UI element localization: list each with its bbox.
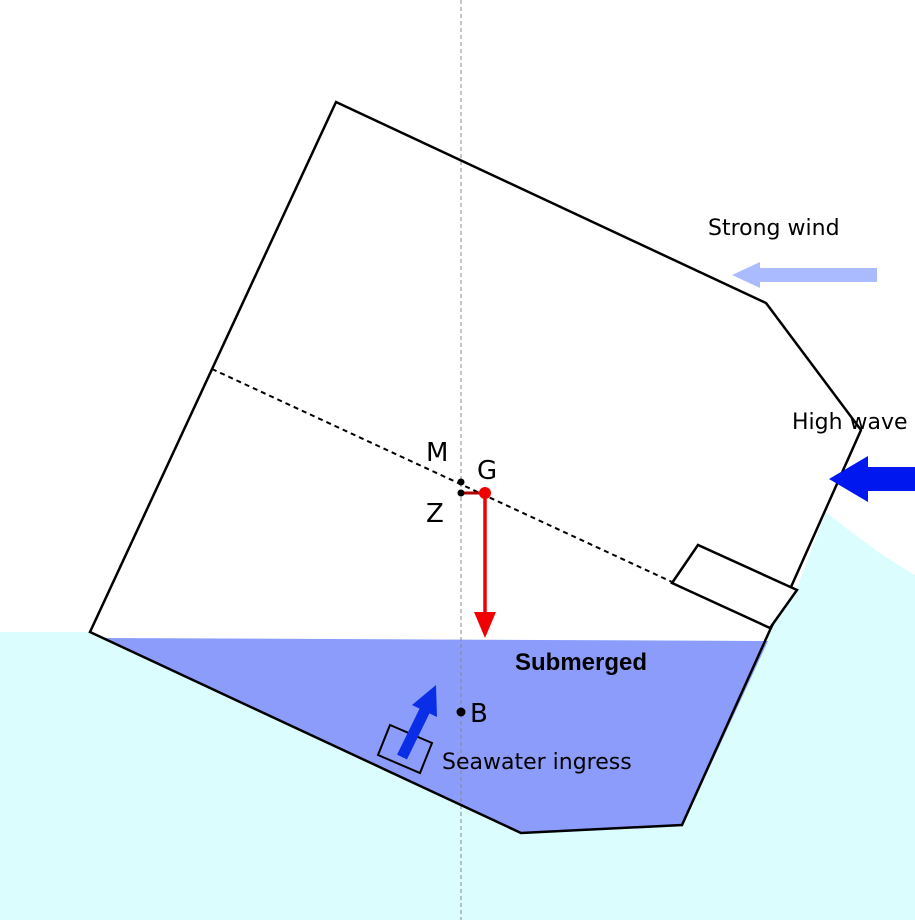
- high-wave-label: High wave: [792, 410, 908, 435]
- deck-structure-box: [670, 543, 799, 630]
- point-g-label: G: [477, 456, 497, 486]
- seawater-ingress-label: Seawater ingress: [442, 750, 632, 775]
- point-z-marker: [457, 489, 465, 497]
- point-m-label: M: [426, 438, 448, 468]
- point-z-label: Z: [426, 499, 444, 529]
- submerged-hull-region: [104, 638, 768, 833]
- point-b-label: B: [470, 699, 488, 729]
- arrow-left-icon: [829, 456, 915, 502]
- arrow-up-right-icon: [412, 685, 437, 717]
- strong-wind-label: Strong wind: [708, 216, 840, 241]
- arrow-left-icon: [732, 262, 877, 288]
- submerged-label: Submerged: [515, 649, 647, 676]
- ingress-opening-box: [376, 723, 434, 775]
- point-m-marker: [457, 478, 465, 486]
- ingress-arrow-shaft: [397, 707, 430, 760]
- arrow-down-icon: [474, 612, 496, 638]
- deck-line: [211, 368, 673, 583]
- point-b-marker: [456, 707, 466, 717]
- point-g-marker: [479, 487, 491, 499]
- ship-hull-outline: [88, 100, 863, 835]
